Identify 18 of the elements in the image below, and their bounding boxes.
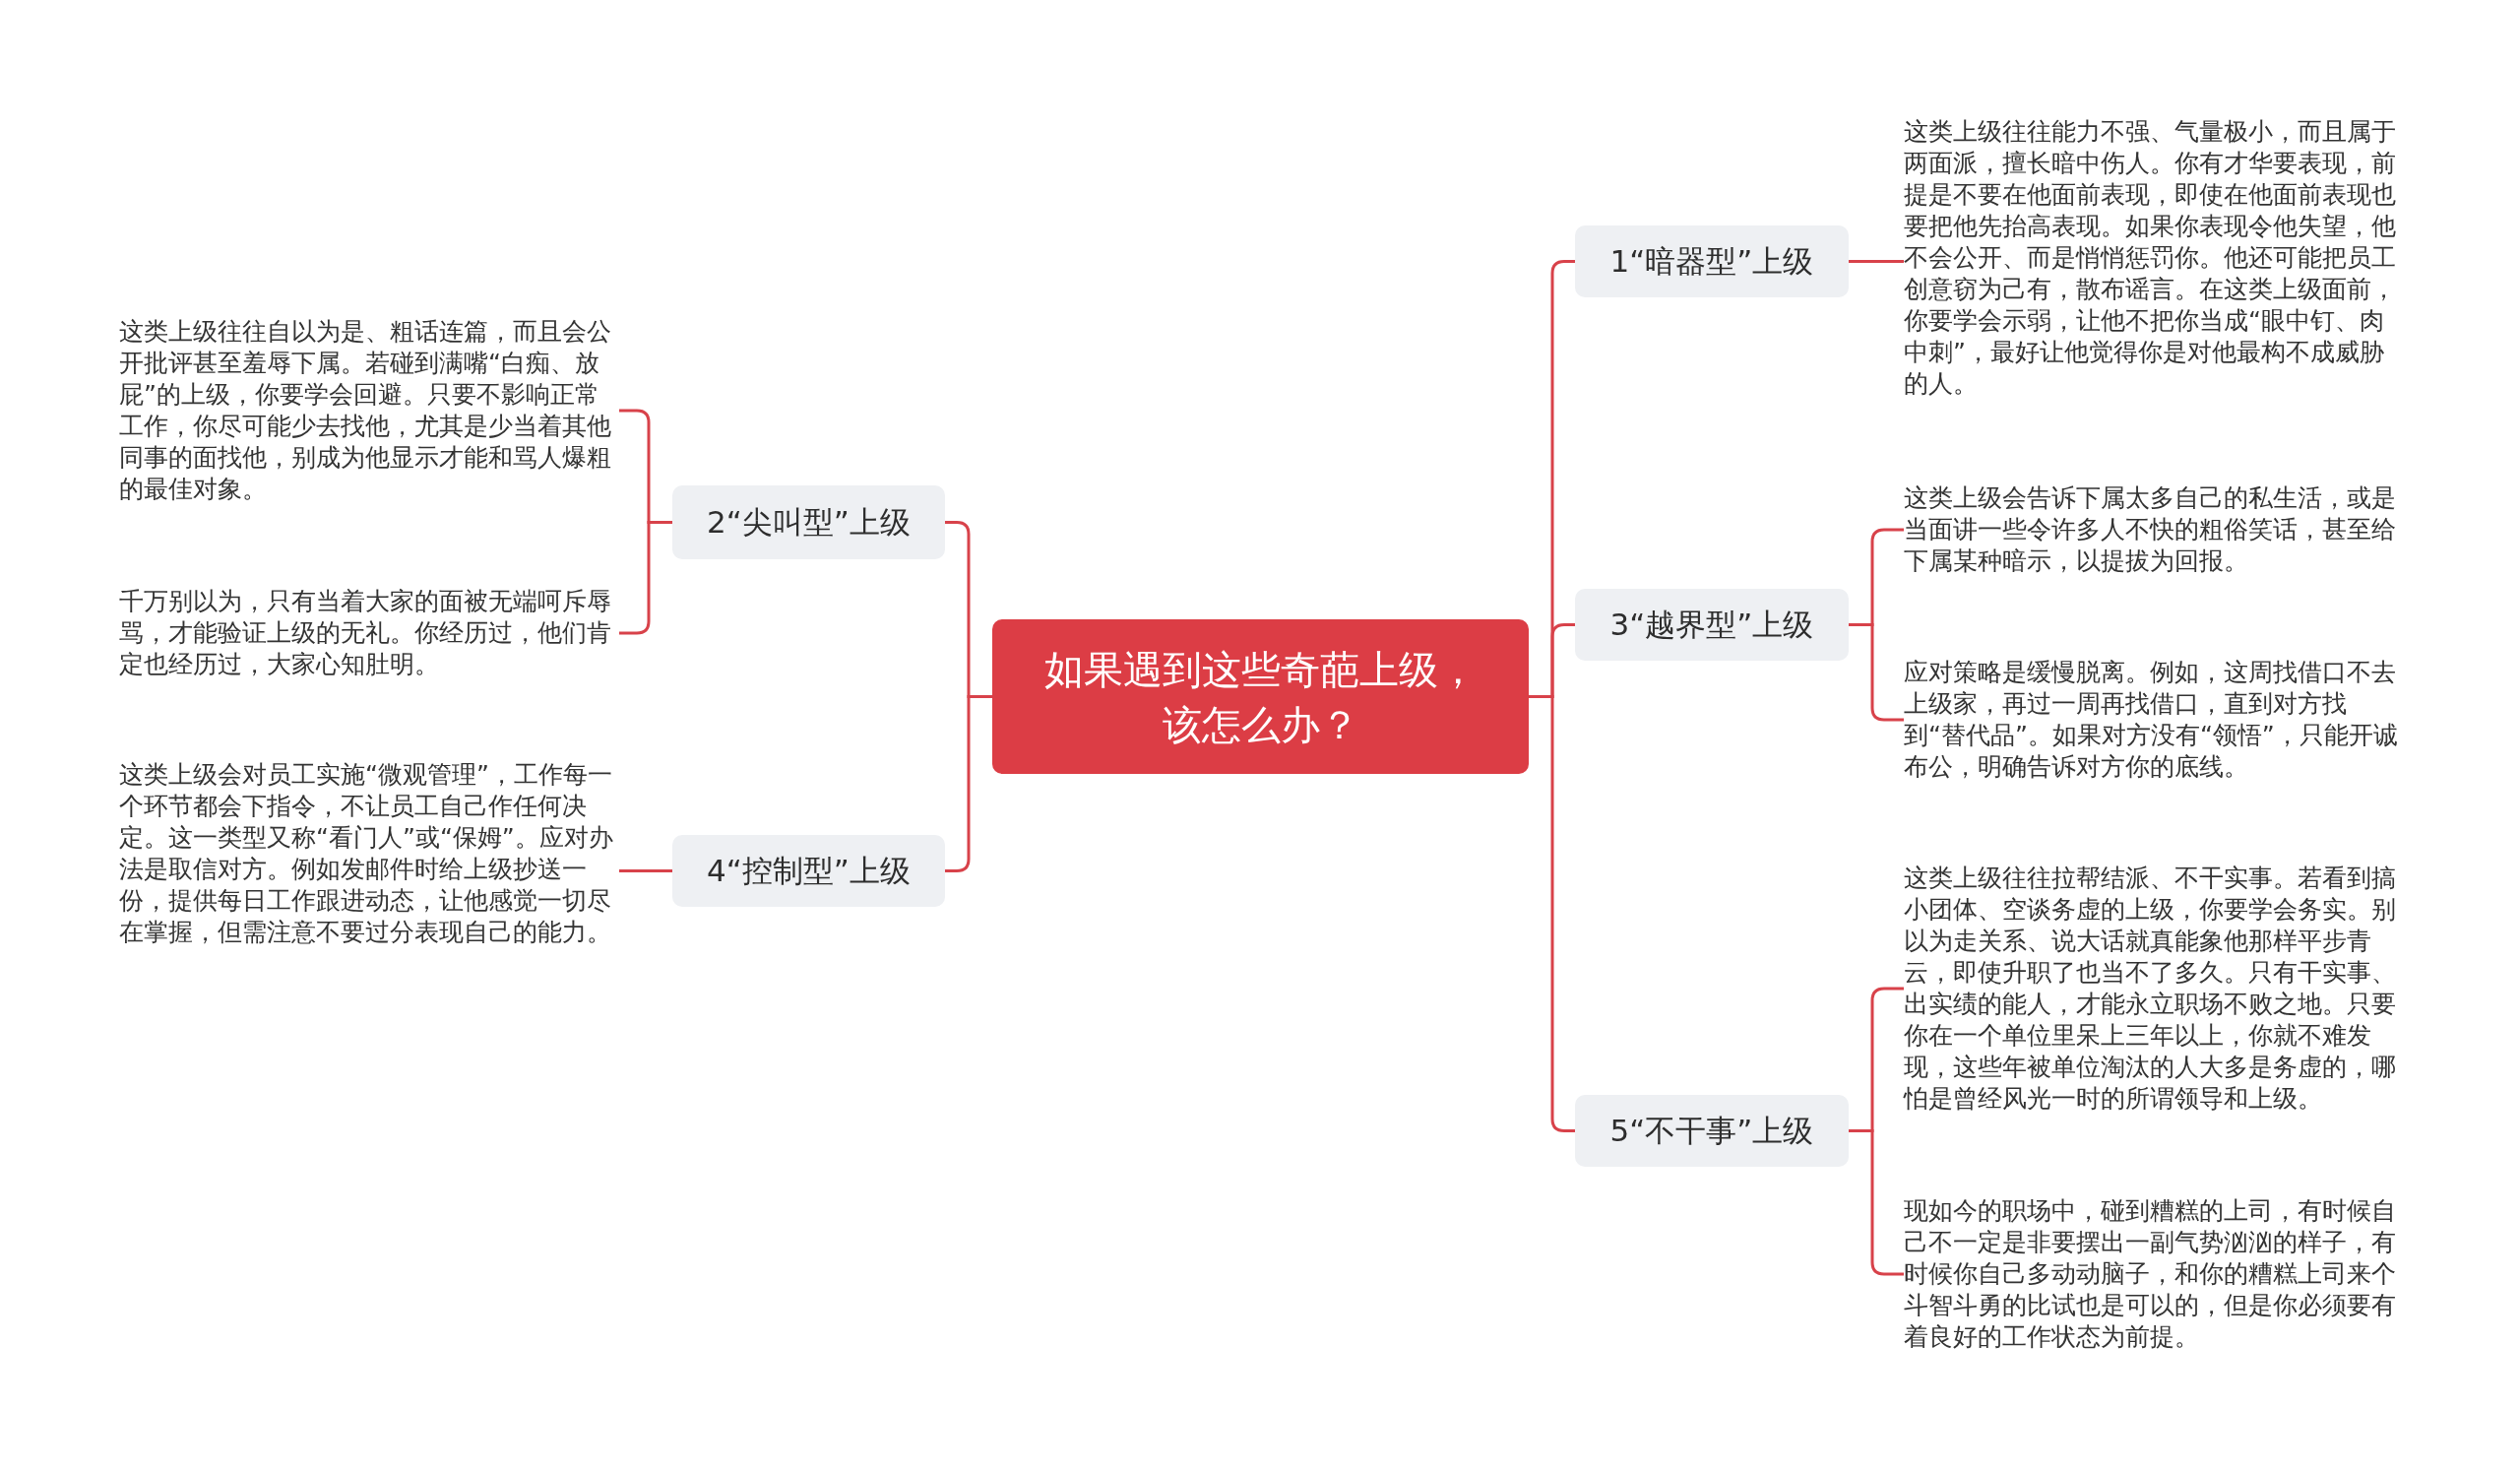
note-text: 这类上级会对员工实施“微观管理”，工作每一个环节都会下指令，不让员工自己作任何决定。这一类型又称“看门人”或“保姆”。应对办法是取信对方。例如发邮件时给上级抄送一份，提供每日工作跟进动态，让他感觉一切尽在掌握，但需注意不要过分表现自己的能力。 — [119, 759, 619, 948]
connector-line — [1529, 695, 1575, 1132]
note-text: 这类上级往往拉帮结派、不干实事。若看到搞小团体、空谈务虚的上级，你要学会务实。别以为走关系、说大话就真能象他那样平步青云，即使升职了也当不了多久。只有干实事、出实绩的能人，才能永立职场不败之地。只要你在一个单位里呆上三年以上，你就不难发现，这些年被单位淘汰的人大多是务虚的，哪怕是曾经风光一时的所谓领导和上级。 — [1904, 863, 2404, 1115]
note-text: 这类上级会告诉下属太多自己的私生活，或是当面讲一些令许多人不快的粗俗笑话，甚至给下属某种暗示，以提拔为回报。 — [1904, 482, 2404, 577]
note-text: 这类上级往往自以为是、粗话连篇，而且会公开批评甚至羞辱下属。若碰到满嘴“白痴、放屁”的上级，你要学会回避。只要不影响正常工作，你尽可能少去找他，尤其是少当着其他同事的面找他，别成为他显示才能和骂人爆粗的最佳对象。 — [119, 316, 619, 505]
topic-box: 4“控制型”上级 — [672, 835, 945, 907]
topic-box: 2“尖叫型”上级 — [672, 485, 945, 559]
topic-box: 1“暗器型”上级 — [1575, 225, 1849, 297]
topic-box: 3“越界型”上级 — [1575, 589, 1849, 661]
connector-line — [1849, 260, 1904, 263]
note-text: 应对策略是缓慢脱离。例如，这周找借口不去上级家，再过一周再找借口，直到对方找到“替代品”。如果对方没有“领悟”，只能开诚布公，明确告诉对方你的底线。 — [1904, 657, 2404, 783]
connector-line — [619, 869, 672, 872]
note-text: 这类上级往往能力不强、气量极小，而且属于两面派，擅长暗中伤人。你有才华要表现，前提是不要在他面前表现，即使在他面前表现也要把他先抬高表现。如果你表现令他失望，他不会公开、而是悄悄惩罚你。他还可能把员工创意窃为己有，散布谣言。在这类上级面前，你要学会示弱，让他不把你当成“眼中钉、肉中刺”，最好让他觉得你是对他最构不成威胁的人。 — [1904, 116, 2404, 400]
note-text: 千万别以为，只有当着大家的面被无端呵斥辱骂，才能验证上级的无礼。你经历过，他们肯定也经历过，大家心知肚明。 — [119, 586, 619, 680]
topic-box: 5“不干事”上级 — [1575, 1095, 1849, 1167]
note-text: 现如今的职场中，碰到糟糕的上司，有时候自己不一定是非要摆出一副气势汹汹的样子，有时候你自己多动动脑子，和你的糟糕上司来个斗智斗勇的比试也是可以的，但是你必须要有着良好的工作状态为前提。 — [1904, 1195, 2404, 1353]
connector-line — [945, 695, 992, 872]
central-topic-box: 如果遇到这些奇葩上级，该怎么办？ — [992, 619, 1529, 774]
